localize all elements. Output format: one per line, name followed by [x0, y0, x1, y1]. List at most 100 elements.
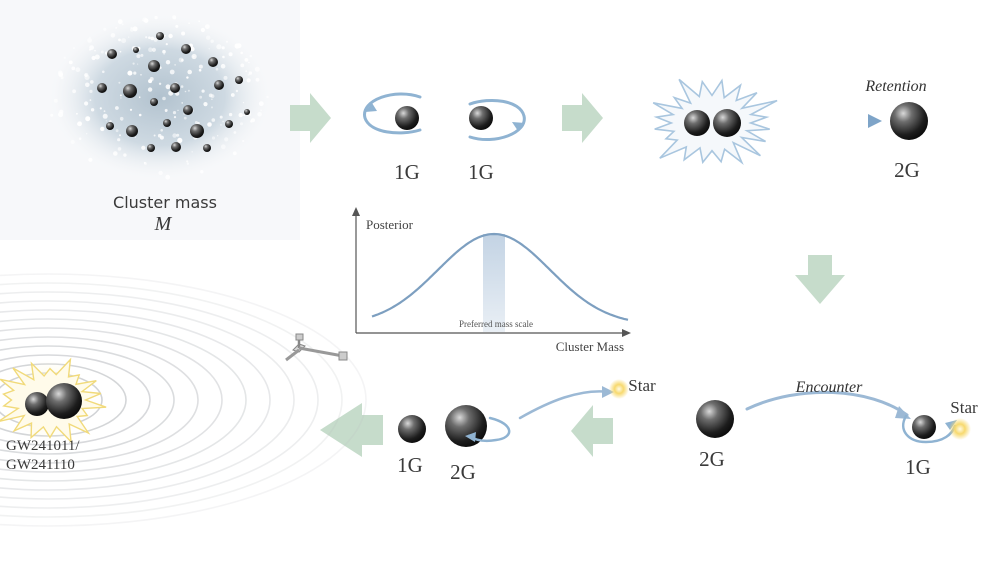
cluster-sparkle — [128, 36, 130, 38]
merger-burst — [652, 78, 778, 166]
cluster-sparkle — [89, 99, 92, 101]
cluster-sparkle — [186, 76, 189, 79]
cluster-sparkle — [158, 82, 162, 86]
cluster-sparkle — [181, 102, 183, 104]
cluster-sparkle — [173, 116, 177, 119]
cluster-sparkle — [245, 70, 248, 73]
cluster-sparkle — [86, 133, 88, 135]
x-axis-arrowhead — [622, 329, 631, 337]
cluster-sparkle — [115, 129, 119, 133]
retention-arrowhead — [868, 114, 882, 128]
black-hole-2g-encounter — [696, 400, 734, 438]
cluster-sparkle — [162, 96, 166, 101]
cluster-sparkle — [99, 107, 102, 110]
cluster-black-hole — [214, 80, 224, 90]
cluster-sparkle — [130, 26, 133, 30]
cluster-sparkle — [242, 102, 245, 104]
cluster-sparkle — [159, 135, 164, 140]
label-2g-binary: 2G — [450, 460, 476, 484]
cluster-sparkle — [226, 40, 228, 43]
cluster-sparkle — [198, 20, 201, 23]
cluster-sparkle — [118, 81, 121, 84]
wave-ring — [0, 318, 247, 482]
cluster-sparkle — [60, 76, 64, 80]
label-1g-encounter: 1G — [905, 455, 931, 479]
cluster-sparkle — [90, 108, 95, 112]
cluster-sparkle — [216, 44, 222, 50]
cluster-sparkle — [100, 50, 104, 54]
cluster-sparkle — [140, 53, 144, 57]
final-merger — [0, 357, 107, 444]
cluster-black-holes — [97, 32, 250, 152]
cluster-sparkle — [222, 55, 225, 58]
cluster-sparkle — [257, 112, 262, 117]
cluster-sparkle — [191, 53, 197, 60]
star-ejection-path — [518, 390, 612, 420]
label-1g-right: 1G — [468, 160, 494, 184]
cluster-sparkle — [118, 38, 121, 42]
cluster-sparkle — [115, 26, 118, 29]
cluster-sparkle — [119, 116, 124, 121]
wave-ring — [0, 273, 367, 527]
cluster-sparkle — [203, 102, 208, 107]
cluster-sparkle — [205, 24, 210, 29]
cluster-black-hole — [244, 109, 250, 115]
orbit-arc-left — [363, 92, 422, 135]
cluster-sparkle — [254, 66, 260, 72]
cluster-sparkle — [174, 64, 176, 66]
black-hole-merging-right — [713, 109, 741, 137]
cluster-sparkle — [100, 126, 105, 132]
cluster-sparkle — [184, 90, 187, 93]
cluster-black-hole — [107, 49, 117, 59]
preferred-mass-label: Preferred mass scale — [459, 319, 533, 329]
cluster-sparkle — [247, 73, 250, 76]
cluster-sparkle — [255, 77, 260, 82]
wave-ring — [0, 345, 175, 455]
cluster-sparkle — [246, 78, 251, 83]
cluster-sparkle — [163, 53, 165, 55]
star-ejected — [609, 379, 629, 399]
event-name-line1: GW241011/ — [6, 438, 80, 454]
cluster-sparkle — [58, 72, 64, 77]
cluster-sparkle — [168, 33, 173, 39]
cluster-sparkle — [150, 36, 155, 41]
cluster-sparkle — [132, 62, 135, 65]
cluster-sparkle — [154, 15, 158, 20]
cluster-black-hole — [203, 144, 211, 152]
cluster-black-hole — [171, 142, 181, 152]
cluster-sparkle — [200, 27, 205, 33]
cluster-sparkle — [199, 95, 203, 99]
orbit-arc-right — [468, 98, 526, 142]
cluster-sparkle — [244, 58, 249, 62]
cluster-sparkle — [58, 111, 64, 118]
cluster-sparkle — [230, 93, 235, 97]
black-hole-merging-left — [684, 110, 710, 136]
cluster-sparkle — [176, 133, 180, 137]
cluster-sparkle — [148, 36, 151, 39]
cluster-sparkle — [153, 134, 156, 137]
cluster-sparkle — [183, 113, 185, 115]
cluster-sparkle — [151, 47, 156, 52]
cluster-sparkle — [102, 113, 108, 119]
cluster-black-hole — [150, 98, 158, 106]
cluster-sparkle — [243, 114, 246, 117]
cluster-sparkle — [147, 87, 153, 92]
cluster-sparkle — [71, 66, 76, 71]
cluster-sparkle — [89, 36, 91, 38]
cluster-sparkle — [68, 60, 73, 65]
cluster-sparkle — [178, 57, 184, 63]
star-ejection-arrowhead — [602, 386, 614, 398]
cluster-sparkle — [153, 37, 158, 42]
cluster-black-hole — [225, 120, 233, 128]
cluster-sparkle — [186, 162, 190, 165]
cluster-sparkle — [248, 61, 250, 64]
cluster-sparkle — [240, 122, 243, 126]
cluster-sparkle — [119, 134, 121, 137]
cluster-sparkle — [89, 89, 93, 93]
cluster-sparkle — [242, 139, 245, 143]
cluster-sparkle — [143, 161, 146, 164]
cluster-sparkle — [180, 85, 184, 88]
cluster-sparkle — [117, 138, 121, 142]
cluster-sparkle — [132, 26, 138, 32]
cluster-sparkle — [103, 110, 106, 113]
